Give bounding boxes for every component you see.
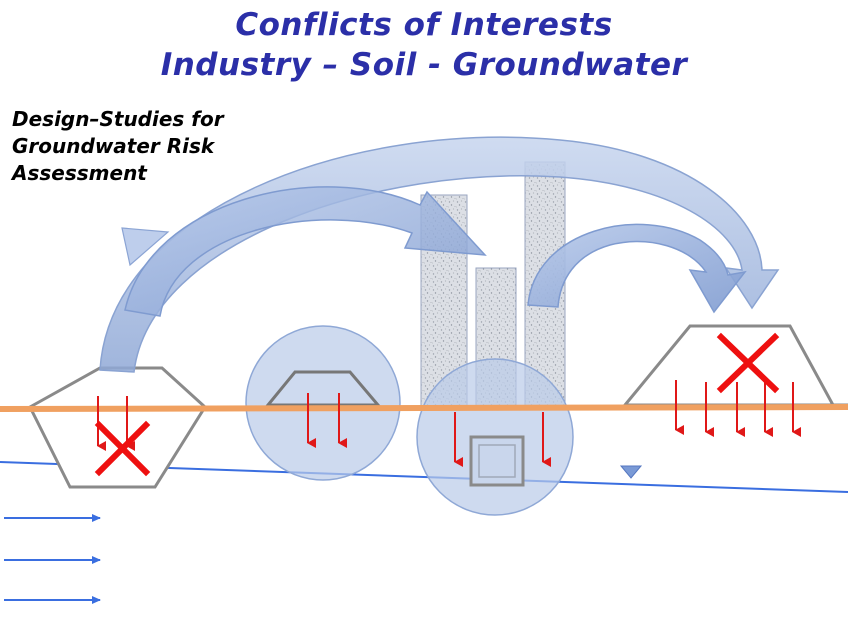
subtitle-line-3: Assessment — [12, 161, 147, 185]
subtitle-block: Design–Studies for Groundwater Risk Asse… — [12, 106, 312, 187]
subtitle-line-1: Design–Studies for — [12, 107, 224, 131]
title-line-2: Industry – Soil - Groundwater — [160, 47, 688, 83]
small-right-arc-arrow — [527, 223, 747, 314]
subtitle-line-2: Groundwater Risk — [12, 134, 215, 158]
middle-left-circle — [245, 325, 401, 481]
water-table-triangle-icon — [619, 465, 643, 479]
left-arc-arrowhead — [121, 227, 170, 267]
middle-left-trapezoid — [264, 370, 382, 407]
small-container-inner — [478, 444, 516, 478]
title-line-1: Conflicts of Interests — [235, 7, 613, 43]
cross-mark-icon — [94, 420, 151, 477]
cross-mark-icon — [716, 332, 780, 394]
right-mound-site — [621, 324, 836, 407]
inner-arc-arrow — [124, 186, 487, 317]
